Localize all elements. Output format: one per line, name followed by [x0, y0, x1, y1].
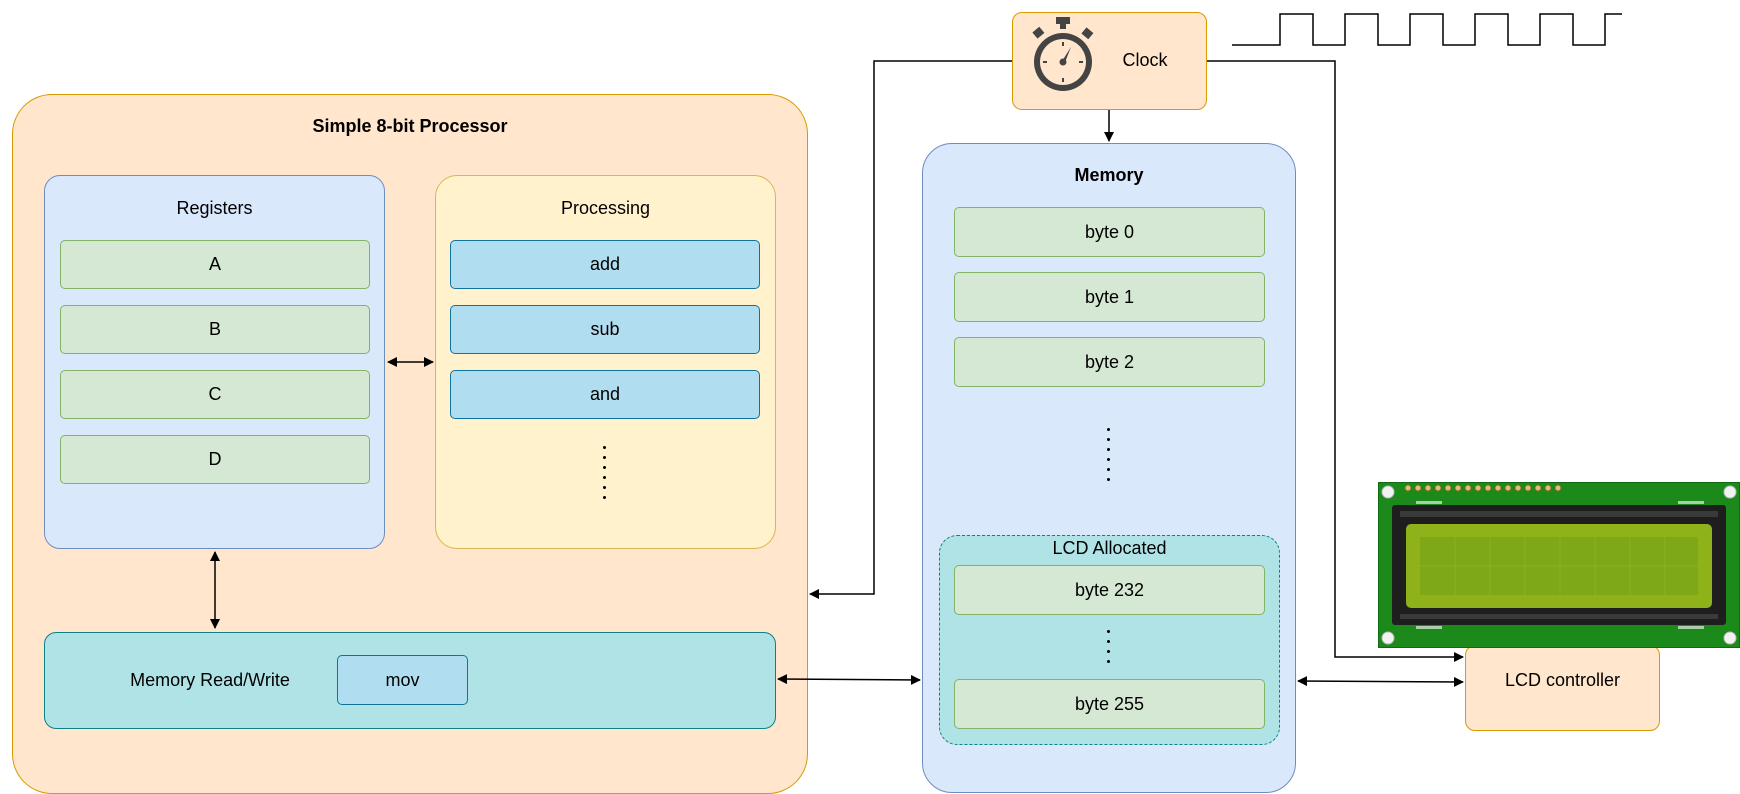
clock-label: Clock [1122, 49, 1168, 70]
clock-lcdctrl-arrow [1207, 60, 1464, 662]
memory-ellipsis [1106, 428, 1112, 488]
register-a[interactable]: A [60, 240, 370, 289]
processing-ellipsis [602, 446, 608, 506]
lcd-controller-label: LCD controller [1504, 669, 1621, 690]
memory-byte-0[interactable]: byte 0 [954, 207, 1265, 257]
lcd-allocated-ellipsis [1106, 630, 1112, 670]
clock-waveform [1232, 13, 1622, 46]
clock-processor-arrow [809, 60, 1012, 599]
memory-title: Memory [1074, 164, 1144, 185]
register-c[interactable]: C [60, 370, 370, 419]
memory-byte-2[interactable]: byte 2 [954, 337, 1265, 387]
memory-byte-255[interactable]: byte 255 [954, 679, 1265, 729]
memory-rw-label: Memory Read/Write [130, 669, 290, 690]
op-and[interactable]: and [450, 370, 760, 419]
register-b[interactable]: B [60, 305, 370, 354]
stopwatch-icon [1025, 14, 1101, 98]
registers-title: Registers [176, 197, 253, 218]
processor-title: Simple 8-bit Processor [312, 115, 508, 136]
lcd-display-image [1377, 481, 1740, 649]
memory-byte-232[interactable]: byte 232 [954, 565, 1265, 615]
memory-lcdctrl-arrow [1297, 676, 1464, 687]
memory-byte-1[interactable]: byte 1 [954, 272, 1265, 322]
lcd-allocated-title: LCD Allocated [1052, 538, 1167, 558]
register-d[interactable]: D [60, 435, 370, 484]
lcd-controller-box[interactable] [1465, 645, 1660, 731]
memrw-memory-arrow [777, 674, 921, 685]
op-mov[interactable]: mov [337, 655, 468, 705]
processing-title: Processing [560, 197, 651, 218]
connectors-layer [210, 13, 1622, 687]
op-add[interactable]: add [450, 240, 760, 289]
op-sub[interactable]: sub [450, 305, 760, 354]
registers-panel [44, 175, 385, 549]
